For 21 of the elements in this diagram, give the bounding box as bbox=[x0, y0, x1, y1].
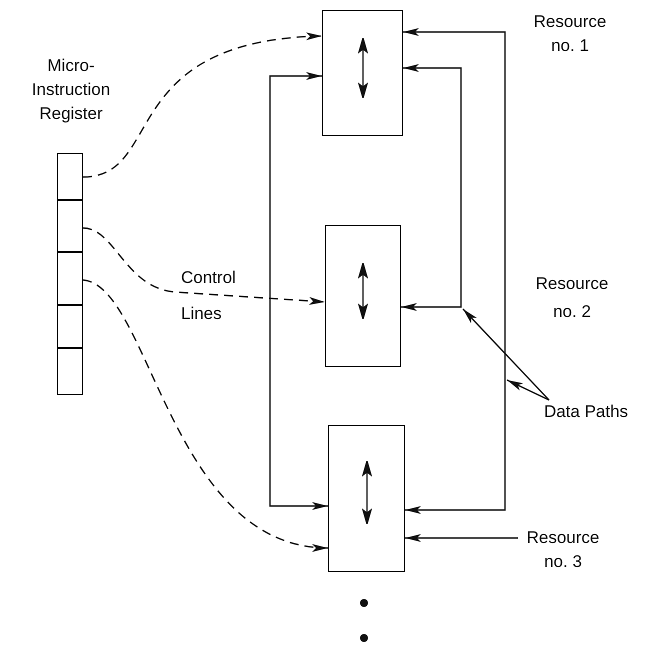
text-label: Resource no. 2 bbox=[534, 273, 610, 323]
control-line bbox=[82, 279, 328, 550]
data-path-line bbox=[403, 28, 506, 514]
register-label: Micro- Instruction Register bbox=[30, 55, 112, 125]
control-line bbox=[82, 227, 326, 305]
caption-text: Resource no. 3 bbox=[518, 526, 608, 576]
text-label: Resource no. 1 bbox=[532, 11, 608, 57]
control-line bbox=[82, 33, 322, 178]
arrow bbox=[405, 534, 518, 542]
caption-text: Data Paths bbox=[527, 400, 645, 424]
resource-box bbox=[322, 10, 403, 136]
text-label: Control Lines bbox=[181, 267, 237, 325]
register-cell bbox=[56, 252, 82, 304]
register-cell bbox=[56, 200, 82, 252]
resource-box bbox=[328, 425, 405, 572]
data-path-line bbox=[401, 64, 462, 311]
leader-line bbox=[506, 379, 550, 401]
data-path-line bbox=[269, 72, 328, 510]
leader-line bbox=[462, 308, 550, 400]
register-cell bbox=[56, 304, 82, 348]
resource-box bbox=[325, 225, 401, 367]
